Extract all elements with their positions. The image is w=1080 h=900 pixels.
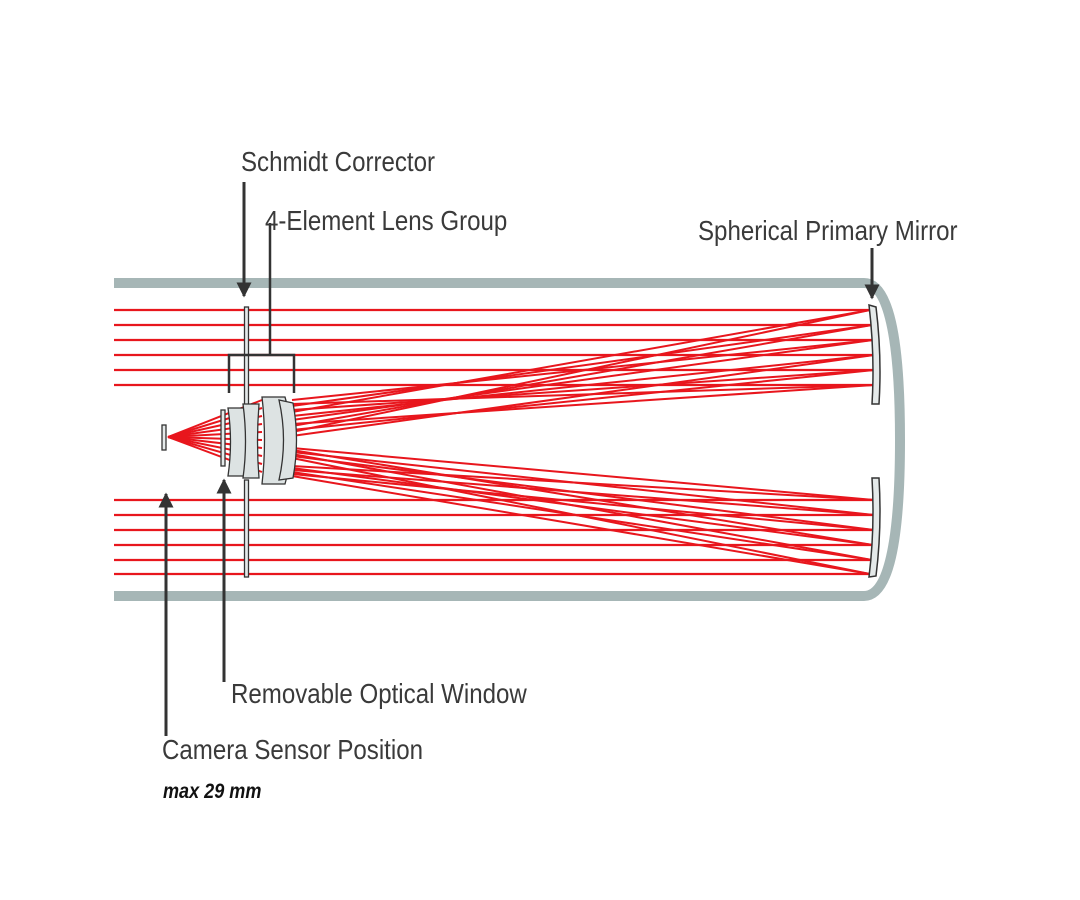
optical-window: [220, 409, 226, 467]
lens-group: [227, 396, 298, 485]
label-lens-group: 4-Element Lens Group: [265, 205, 508, 236]
label-schmidt-corrector: Schmidt Corrector: [241, 146, 436, 177]
reflected-rays-bottom: [291, 447, 875, 575]
label-primary-mirror: Spherical Primary Mirror: [698, 215, 958, 246]
telescope-tube: [114, 278, 906, 601]
label-camera-sensor: Camera Sensor Position: [162, 734, 423, 765]
label-optical-window: Removable Optical Window: [231, 678, 527, 709]
reflected-rays-top: [291, 309, 875, 437]
lens-group-bracket: [227, 223, 296, 393]
camera-sensor: [161, 424, 167, 451]
label-sensor-note: max 29 mm: [163, 780, 262, 803]
primary-mirror: [868, 303, 881, 578]
incoming-rays-bottom: [114, 498, 874, 576]
